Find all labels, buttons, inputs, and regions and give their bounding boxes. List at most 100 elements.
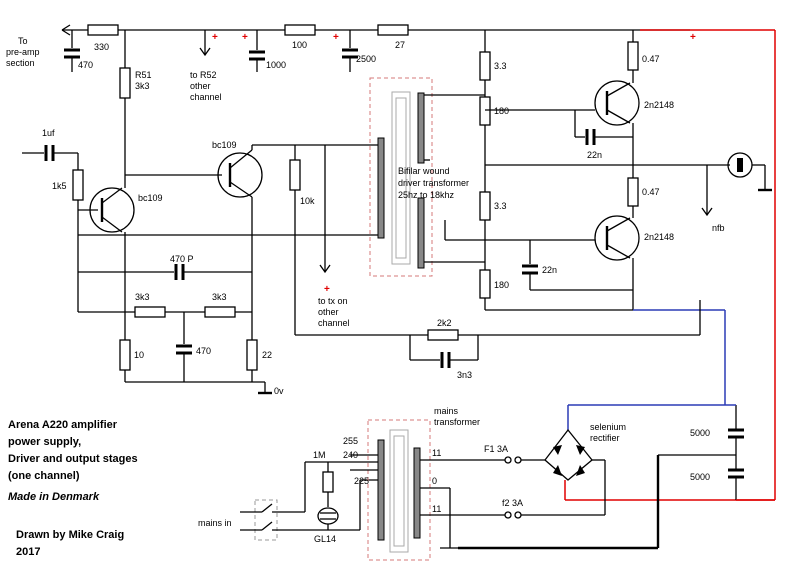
year-label: 2017 xyxy=(16,546,40,558)
label-q4: 2n2148 xyxy=(644,232,674,242)
label-r10: 10 xyxy=(134,350,144,360)
mains-switch xyxy=(240,499,278,541)
fuse-f2 xyxy=(504,511,522,519)
resistor-r51 xyxy=(119,67,131,99)
plus-sign-d: + xyxy=(690,32,696,43)
label-q3: 2n2148 xyxy=(644,100,674,110)
resistor-3k3-a xyxy=(134,306,166,318)
label-r51-2: 3k3 xyxy=(135,81,150,91)
capacitor-22n-a xyxy=(574,110,633,145)
label-fuse-f1: F1 3A xyxy=(484,444,508,454)
capacitor-470-top xyxy=(64,30,80,72)
label-to-r52-3: channel xyxy=(190,92,222,102)
resistor-1m xyxy=(322,471,334,493)
label-c1uf: 1uf xyxy=(42,128,55,138)
label-r3k3-b: 3k3 xyxy=(212,292,227,302)
label-r22: 22 xyxy=(262,350,272,360)
label-r180-b: 180 xyxy=(494,280,509,290)
label-r51-1: R51 xyxy=(135,70,152,80)
label-tap-255: 255 xyxy=(343,436,358,446)
label-rectifier-2: rectifier xyxy=(590,433,620,443)
label-r180-a: 180 xyxy=(494,106,509,116)
label-sec-11-a: 11 xyxy=(432,448,441,458)
label-c22n-a: 22n xyxy=(587,150,602,160)
speaker-terminal xyxy=(727,152,772,192)
plus-sign-e: + xyxy=(324,284,330,295)
capacitor-5000-b xyxy=(728,468,744,500)
label-c3n3: 3n3 xyxy=(457,370,472,380)
label-tap-240: 240 xyxy=(343,450,358,460)
label-tap-225: 225 xyxy=(354,476,369,486)
label-r1k5: 1k5 xyxy=(52,181,67,191)
resistor-100 xyxy=(284,24,316,36)
resistor-22 xyxy=(246,339,258,371)
label-sec-0: 0 xyxy=(432,476,437,486)
resistor-10k xyxy=(289,159,301,191)
capacitor-1000 xyxy=(249,30,265,72)
label-r3-3-a: 3.3 xyxy=(494,61,507,71)
label-r047-a: 0.47 xyxy=(642,54,660,64)
label-bifilar-1: Bifilar wound xyxy=(398,166,450,176)
label-mains-tx-1: mains xyxy=(434,406,459,416)
label-bifilar-2: driver transformer xyxy=(398,178,469,188)
resistor-330 xyxy=(87,24,119,36)
plus-sign-b: + xyxy=(333,32,339,43)
label-to-preamp-2: pre-amp xyxy=(6,47,40,57)
capacitor-470p xyxy=(78,264,252,280)
label-to-r52-2: other xyxy=(190,81,211,91)
plus-sign-a: + xyxy=(212,32,218,43)
capacitor-5000-a xyxy=(728,405,744,470)
label-to-tx-3: channel xyxy=(318,318,350,328)
drawn-by-label: Drawn by Mike Craig xyxy=(16,529,124,541)
plus-sign-c: + xyxy=(242,32,248,43)
label-nfb: nfb xyxy=(712,223,725,233)
resistor-1k5 xyxy=(72,169,84,201)
neon-lamp-gl14 xyxy=(317,492,339,530)
title-line-3: Driver and output stages xyxy=(8,453,138,465)
label-r10k: 10k xyxy=(300,196,315,206)
selenium-rectifier xyxy=(544,428,593,481)
label-r1m: 1M xyxy=(313,450,326,460)
label-r3k3-a: 3k3 xyxy=(135,292,150,302)
transistor-bc109-q1 xyxy=(89,187,135,233)
label-r2k2: 2k2 xyxy=(437,318,452,328)
resistor-3-3-b xyxy=(479,191,491,221)
label-r047-b: 0.47 xyxy=(642,187,660,197)
resistor-2k2 xyxy=(427,329,459,341)
label-to-preamp-1: To xyxy=(18,36,28,46)
label-q2: bc109 xyxy=(212,140,237,150)
label-zero-v: 0v xyxy=(274,386,284,396)
label-c470p: 470 P xyxy=(170,254,194,264)
fuse-f1 xyxy=(504,456,522,464)
label-r100: 100 xyxy=(292,40,307,50)
resistor-180-b xyxy=(479,269,491,299)
label-q1: bc109 xyxy=(138,193,163,203)
label-to-preamp-3: section xyxy=(6,58,35,68)
resistor-0-47-b xyxy=(627,177,639,207)
resistor-180-a xyxy=(479,96,491,126)
label-r330: 330 xyxy=(94,42,109,52)
label-c470-top: 470 xyxy=(78,60,93,70)
capacitor-470-bottom xyxy=(176,312,192,382)
input-capacitor-1uf xyxy=(22,145,78,161)
transistor-bc109-q2 xyxy=(217,149,263,198)
label-r3-3-b: 3.3 xyxy=(494,201,507,211)
label-r27: 27 xyxy=(395,40,405,50)
label-c1000: 1000 xyxy=(266,60,286,70)
resistor-10 xyxy=(119,339,131,371)
label-gl14: GL14 xyxy=(314,534,336,544)
label-c2500: 2500 xyxy=(356,54,376,64)
capacitor-3n3 xyxy=(410,352,478,368)
capacitor-2500 xyxy=(342,30,358,72)
resistor-3-3-a xyxy=(479,51,491,81)
driver-transformer xyxy=(369,77,433,277)
resistor-0-47-a xyxy=(627,41,639,71)
made-in-label: Made in Denmark xyxy=(8,491,100,503)
label-sec-11-b: 11 xyxy=(432,504,441,514)
label-bifilar-3: 25hz to 18khz xyxy=(398,190,455,200)
label-c5000-b: 5000 xyxy=(690,472,710,482)
label-mains-tx-2: transformer xyxy=(434,417,480,427)
capacitor-22n-b xyxy=(522,240,633,291)
label-to-r52-1: to R52 xyxy=(190,70,217,80)
label-fuse-f2: f2 3A xyxy=(502,498,523,508)
